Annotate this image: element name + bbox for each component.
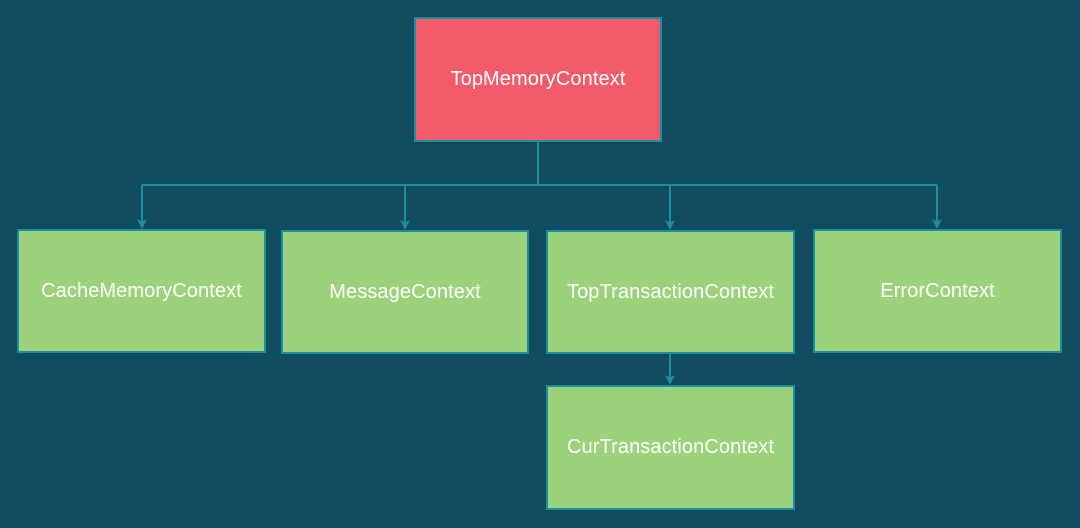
node-label: ErrorContext bbox=[880, 279, 995, 302]
node-label: CacheMemoryContext bbox=[41, 279, 242, 302]
node-error-context: ErrorContext bbox=[813, 229, 1062, 353]
node-label: TopTransactionContext bbox=[566, 280, 775, 303]
node-cache-memory-context: CacheMemoryContext bbox=[17, 229, 266, 353]
node-top-memory-context: TopMemoryContext bbox=[414, 17, 662, 142]
node-label: MessageContext bbox=[329, 280, 481, 303]
node-label: CurTransactionContext bbox=[566, 436, 774, 458]
node-message-context: MessageContext bbox=[281, 230, 529, 354]
node-cur-transaction-context: CurTransactionContext bbox=[546, 385, 795, 510]
node-label: TopMemoryContext bbox=[450, 68, 626, 90]
node-top-transaction-context: TopTransactionContext bbox=[546, 230, 795, 354]
